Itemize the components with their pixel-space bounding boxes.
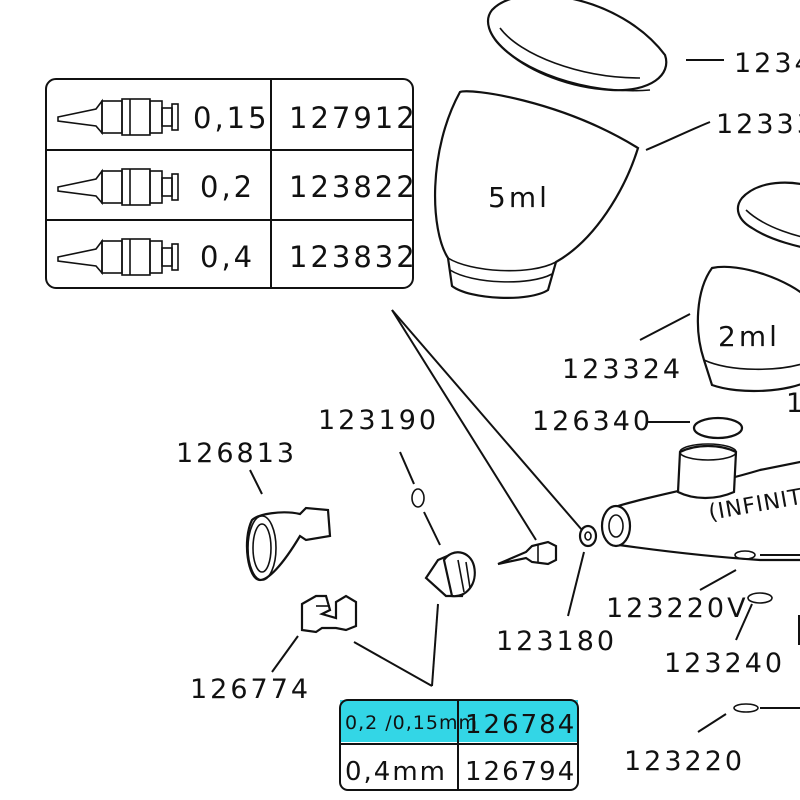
leader-line — [271, 635, 299, 673]
head-part-cell: 126794 — [465, 757, 576, 787]
leader-line — [391, 309, 583, 531]
cup-large — [433, 90, 640, 299]
part-label: 123220V — [606, 593, 749, 624]
nozzle-icon — [57, 238, 179, 276]
leader-line — [423, 511, 441, 546]
part-label: 126340 — [532, 406, 653, 437]
cup-lid-large — [487, 0, 668, 92]
airbrush-body — [600, 443, 800, 562]
part-label: 123324 — [562, 354, 683, 385]
part-label: 12333 — [716, 109, 800, 140]
part-label: 123220 — [624, 746, 745, 777]
part-label: 123180 — [496, 626, 617, 657]
cup-seal — [692, 416, 744, 440]
crown-cap — [245, 506, 332, 582]
cup-small — [696, 265, 800, 393]
head-part-cell: 126784 — [465, 710, 576, 740]
leader-line — [431, 603, 439, 687]
cup-volume-label: 5ml — [488, 181, 550, 214]
nozzle-head — [424, 551, 476, 598]
part-label: 126774 — [190, 674, 311, 705]
nozzle-part-cell: 123832 — [289, 240, 418, 274]
nozzle-table: 0,15 127912 0,2 123822 0,4 123832 — [45, 78, 418, 289]
part-label: 123240 — [664, 648, 785, 679]
part-label: 123190 — [318, 405, 439, 436]
leader-line — [697, 713, 727, 733]
oring — [734, 550, 756, 560]
leader-line — [391, 309, 537, 541]
crown-fork — [300, 594, 358, 634]
cup-volume-label: 2ml — [718, 320, 780, 353]
leader-line — [249, 469, 263, 495]
nozzle-part-cell: 127912 — [289, 101, 418, 135]
head-oring — [411, 488, 425, 508]
nozzle-size-cell: 0,2 — [200, 170, 255, 204]
nozzle-oring — [578, 524, 598, 548]
head-size-cell: 0,4mm — [345, 757, 447, 787]
leader-line — [353, 641, 433, 687]
leader-line — [699, 569, 737, 591]
part-label: 126813 — [176, 438, 297, 469]
edge-fragment — [798, 615, 800, 645]
head-table: 0,2 /0,15mm 126784 0,4mm 126794 — [339, 699, 579, 791]
nozzle-icon — [57, 168, 179, 206]
leader-line — [645, 121, 711, 151]
part-label: 1234 — [734, 48, 800, 79]
leader-line — [639, 313, 691, 341]
part-label: 1 — [786, 388, 800, 419]
nozzle-size-cell: 0,4 — [200, 240, 255, 274]
nozzle-icon — [57, 98, 179, 136]
nozzle — [497, 540, 558, 566]
oring — [747, 592, 773, 604]
leader-line — [399, 451, 415, 485]
leader-line — [567, 551, 585, 617]
oring — [733, 703, 759, 713]
leader-line — [735, 603, 753, 641]
cup-lid-small — [736, 181, 800, 248]
nozzle-size-cell: 0,15 — [193, 101, 270, 135]
nozzle-part-cell: 123822 — [289, 170, 418, 204]
head-size-cell: 0,2 /0,15mm — [345, 712, 478, 734]
